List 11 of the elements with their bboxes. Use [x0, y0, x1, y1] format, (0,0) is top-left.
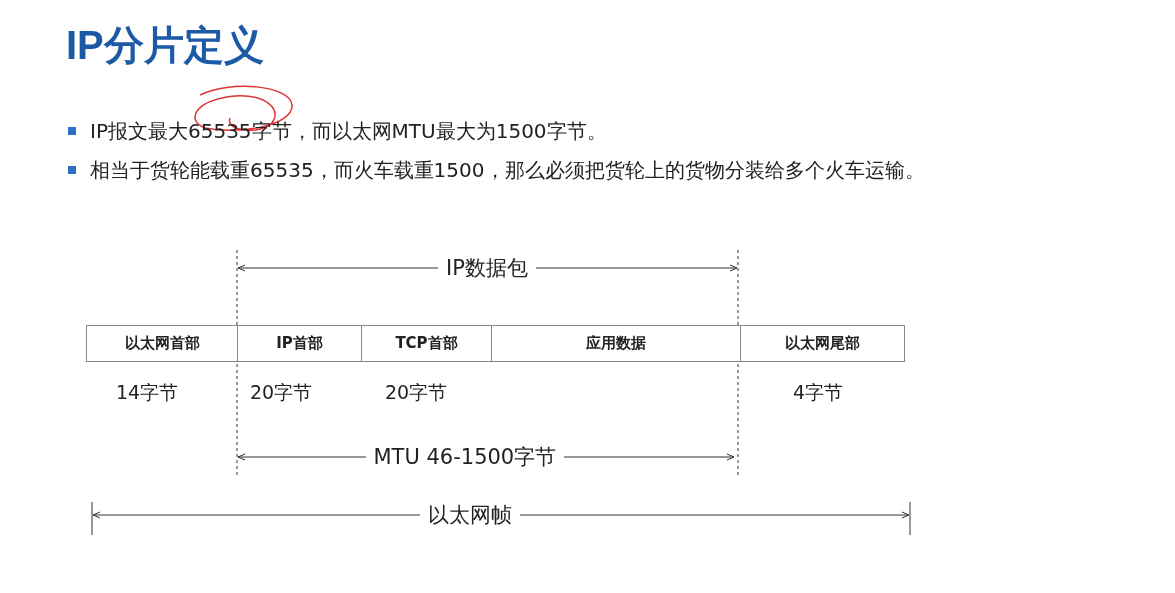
frame-field: 以太网首部 [86, 325, 238, 362]
frame-field: 以太网尾部 [740, 325, 905, 362]
byte-size-label: 20字节 [250, 380, 313, 405]
frame-field: 应用数据 [491, 325, 741, 362]
byte-size-label: 4字节 [793, 380, 844, 405]
bullet-text: 相当于货轮能载重65535，而火车载重1500，那么必须把货轮上的货物分装给多个火车运输。 [90, 157, 925, 184]
frame-field: IP首部 [237, 325, 362, 362]
frame-field: TCP首部 [361, 325, 492, 362]
byte-size-label: 14字节 [116, 380, 179, 405]
byte-size-label: 20字节 [385, 380, 448, 405]
page-title: IP分片定义 [66, 22, 264, 69]
